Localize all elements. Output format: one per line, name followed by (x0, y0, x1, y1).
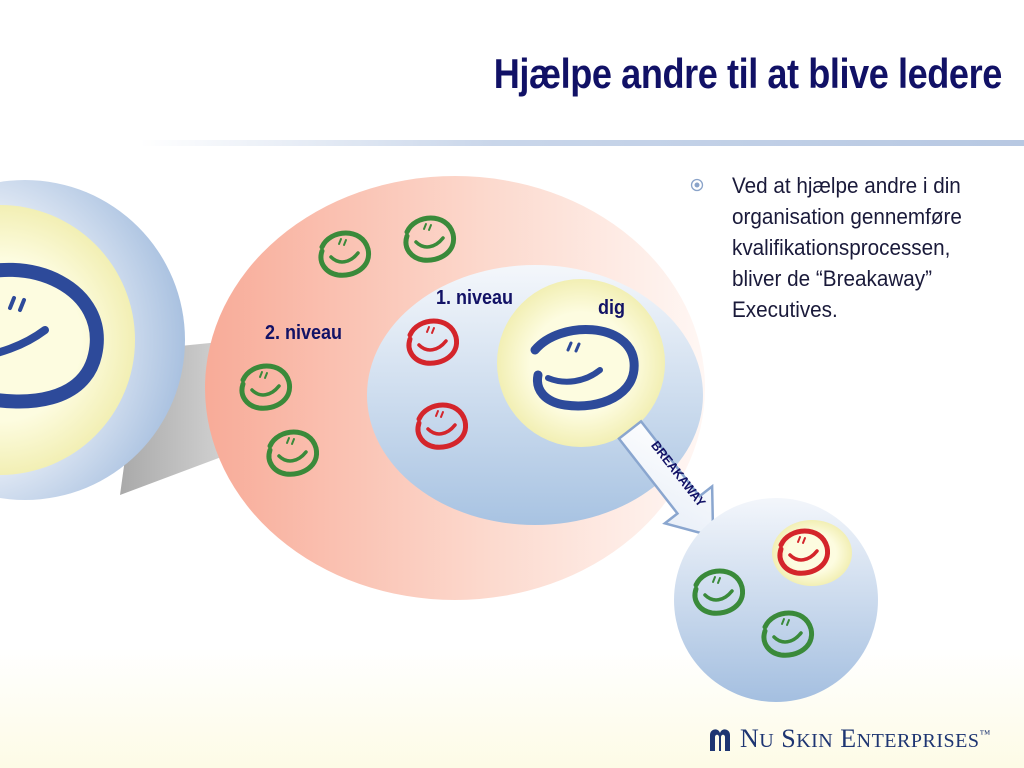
nu-skin-logo-icon (710, 729, 730, 751)
company-logo: NU SKIN ENTERPRISES™ (706, 724, 991, 754)
upline-smiley-face-icon (0, 262, 104, 409)
smiley-face-icon (266, 429, 320, 477)
level2-label: 2. niveau (265, 322, 343, 344)
smiley-face-icon (692, 568, 746, 616)
breakaway-circle (674, 498, 878, 702)
breakaway-arrow-icon (617, 419, 715, 539)
you-smiley-face-icon (530, 325, 639, 411)
background-glow (0, 648, 1024, 768)
bullet-icon (690, 178, 714, 202)
smiley-face-icon (777, 528, 831, 576)
title-divider (140, 140, 1024, 146)
you-circle (497, 279, 665, 447)
smiley-face-icon (406, 318, 460, 366)
smiley-face-icon (403, 215, 457, 263)
smiley-face-icon (415, 402, 469, 450)
bullet-text: Ved at hjælpe andre i din organisation g… (732, 173, 962, 322)
smiley-face-icon (318, 230, 372, 278)
you-label: dig (598, 297, 625, 319)
company-name: NU SKIN ENTERPRISES™ (740, 724, 991, 753)
smiley-face-icon (761, 610, 815, 658)
level1-label: 1. niveau (436, 287, 514, 309)
smiley-face-icon (239, 363, 293, 411)
page-title: Hjælpe andre til at blive ledere (493, 50, 1003, 97)
